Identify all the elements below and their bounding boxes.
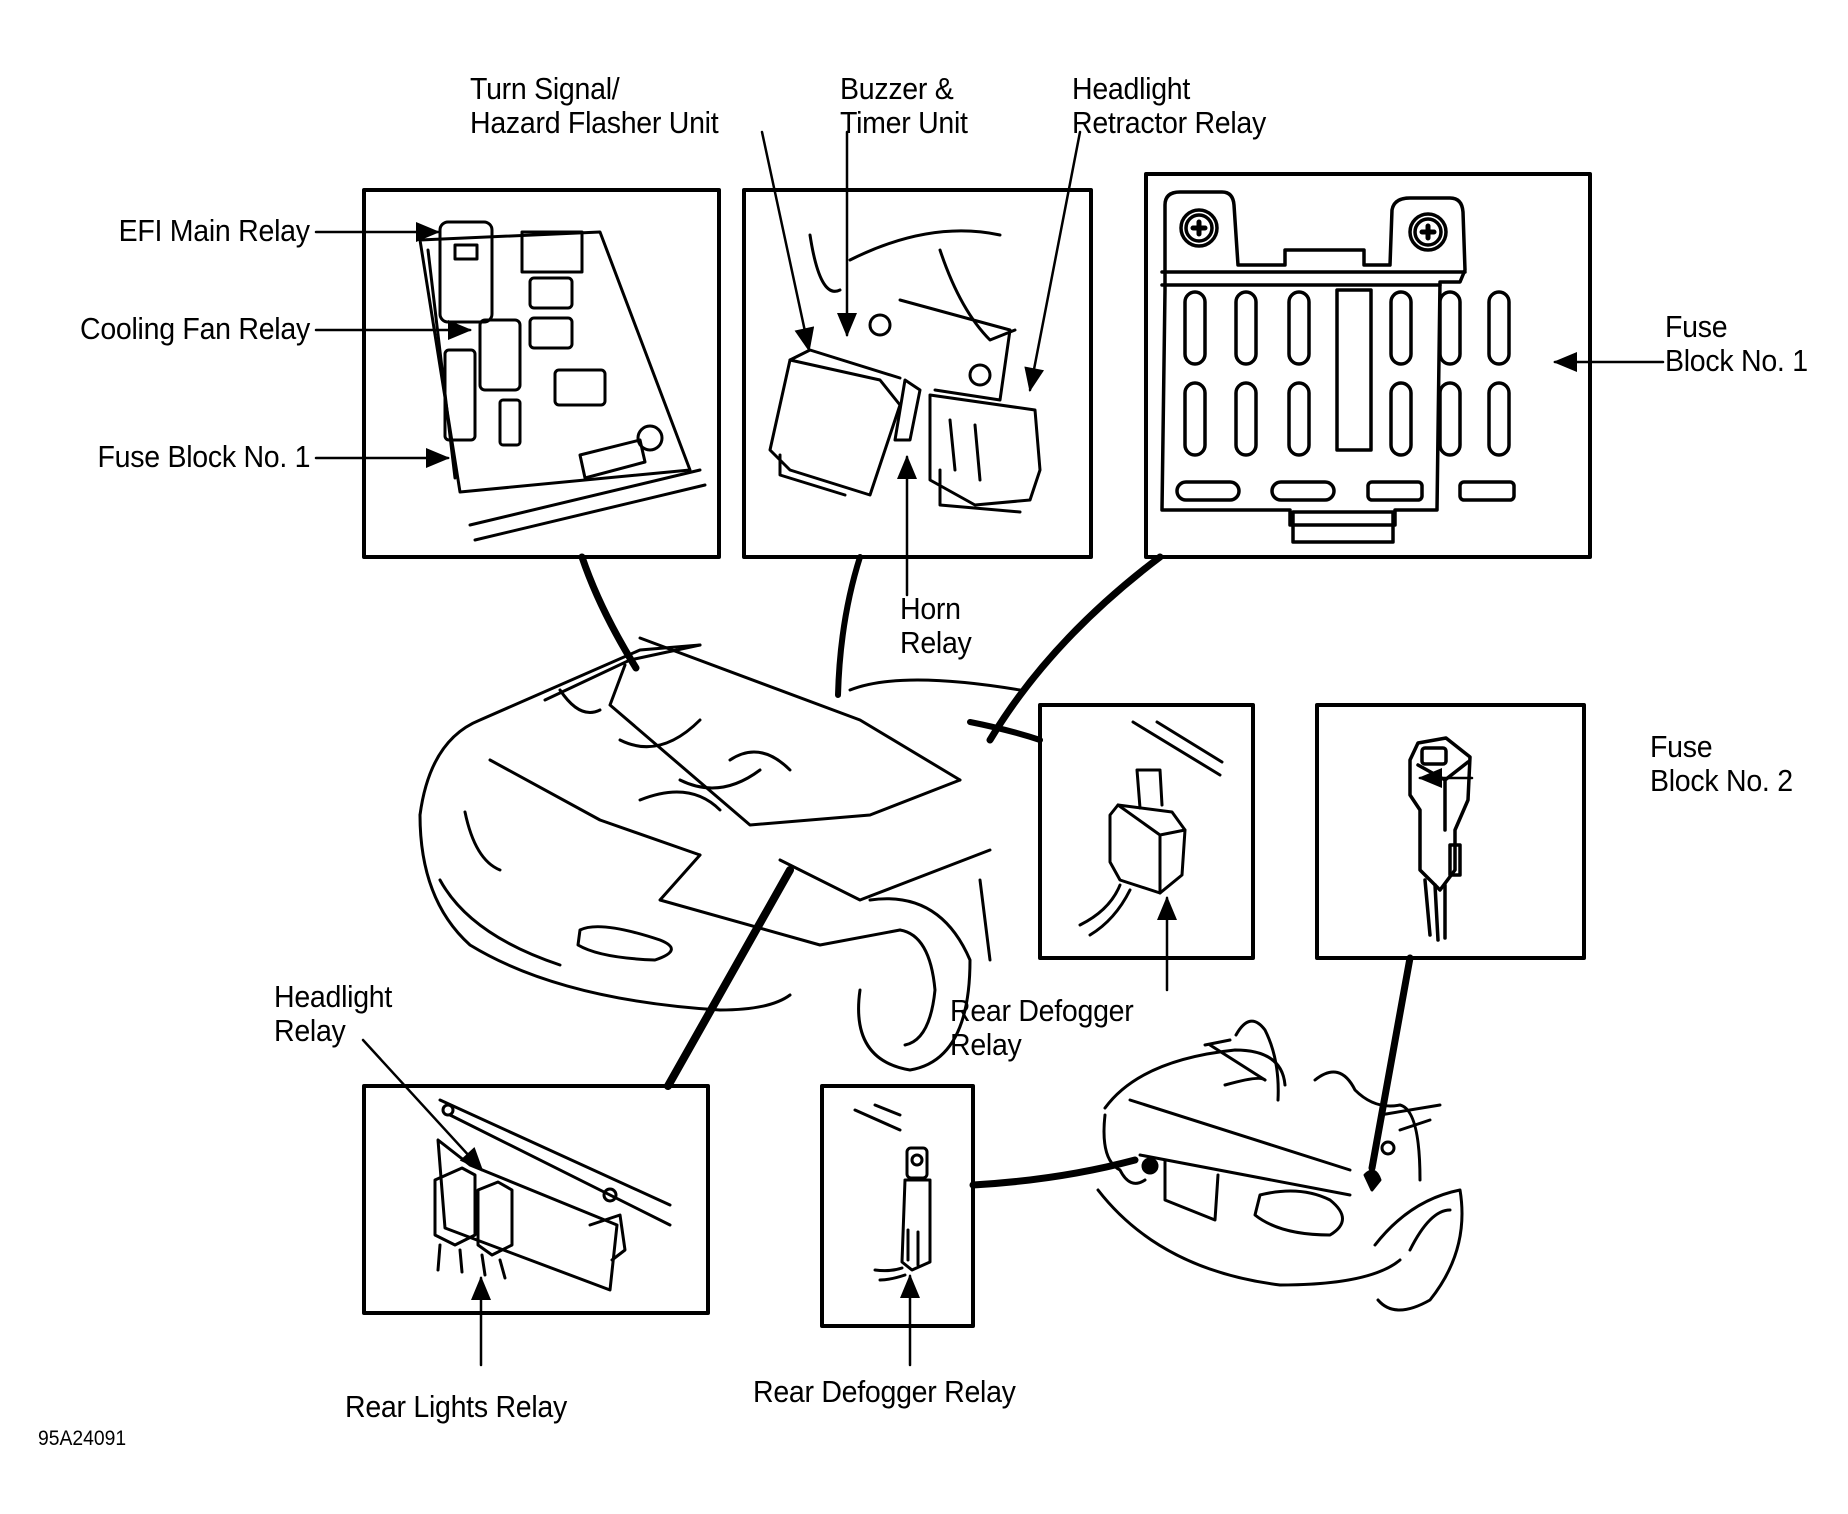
label-retractor-line2: Retractor Relay bbox=[1072, 105, 1266, 140]
label-fb1-line2: Block No. 1 bbox=[1665, 343, 1808, 378]
label-fuse-block-2: Fuse Block No. 2 bbox=[1650, 730, 1805, 798]
rear-defogger-lower-illustration bbox=[853, 1103, 932, 1282]
leader-headlight-relay bbox=[361, 1038, 484, 1172]
callout-leaders bbox=[314, 130, 1665, 1367]
screw-right-icon bbox=[1408, 212, 1448, 252]
label-turn-signal: Turn Signal/ Hazard Flasher Unit bbox=[470, 72, 740, 140]
label-horn-line1: Horn bbox=[900, 591, 961, 626]
screw-left-icon bbox=[1179, 208, 1219, 248]
tail-headlight-relays bbox=[664, 866, 794, 1090]
engine-fuse-block-illustration bbox=[418, 220, 707, 542]
tail-relay-cluster bbox=[835, 554, 863, 698]
label-hr-line1: Headlight bbox=[274, 979, 393, 1014]
inset-frame-relay-cluster bbox=[742, 188, 1093, 559]
label-rdu-line2: Relay bbox=[950, 1027, 1022, 1062]
tail-fuse-block-2 bbox=[1368, 954, 1414, 1172]
tail-rear-defogger-upper bbox=[967, 719, 1043, 743]
label-buzzer-line1: Buzzer & bbox=[840, 71, 954, 106]
figure-id: 95A24091 bbox=[38, 1427, 127, 1450]
label-headlight-relay: Headlight Relay bbox=[274, 980, 402, 1048]
fuse-slots-row-1 bbox=[1183, 288, 1511, 452]
inset-frame-headlight-relays bbox=[362, 1084, 710, 1315]
label-retractor-line1: Headlight bbox=[1072, 71, 1191, 106]
leader-turn-signal bbox=[760, 130, 815, 352]
label-horn-line2: Relay bbox=[900, 625, 972, 660]
inset-frame-fuse-block-1 bbox=[1144, 172, 1592, 559]
rear-defogger-upper-illustration bbox=[1078, 720, 1224, 937]
inset-frame-engine-fuse-block bbox=[362, 188, 721, 559]
inset-frame-rear-defogger-lower bbox=[820, 1084, 975, 1328]
inset-frame-fuse-block-2 bbox=[1315, 703, 1586, 960]
label-fuse-block-1-right: Fuse Block No. 1 bbox=[1665, 310, 1820, 378]
label-headlight-retractor: Headlight Retractor Relay bbox=[1072, 72, 1283, 140]
label-horn-relay: Horn Relay bbox=[900, 592, 978, 660]
label-fb2-line1: Fuse bbox=[1650, 729, 1713, 764]
fuse-slots-row-2 bbox=[1183, 381, 1511, 457]
label-fb2-line2: Block No. 2 bbox=[1650, 763, 1793, 798]
label-rdu-line1: Rear Defogger bbox=[950, 993, 1134, 1028]
label-cooling-fan-relay: Cooling Fan Relay bbox=[80, 311, 310, 346]
tail-fuse-block-1 bbox=[986, 553, 1164, 744]
label-buzzer-timer: Buzzer & Timer Unit bbox=[840, 72, 979, 140]
label-buzzer-line2: Timer Unit bbox=[840, 105, 968, 140]
fuse-block-1-illustration bbox=[1160, 190, 1516, 544]
rear-car-illustration bbox=[1096, 1019, 1464, 1312]
tail-engine-fuse-block bbox=[578, 553, 640, 672]
label-rear-defogger-lower: Rear Defogger Relay bbox=[753, 1374, 1016, 1409]
label-fb1-line1: Fuse bbox=[1665, 309, 1728, 344]
front-car-illustration bbox=[418, 636, 1022, 1072]
label-turn-signal-line1: Turn Signal/ bbox=[470, 71, 620, 106]
label-rear-lights-relay: Rear Lights Relay bbox=[345, 1389, 567, 1424]
label-hr-line2: Relay bbox=[274, 1013, 346, 1048]
leader-headlight-retractor bbox=[1024, 130, 1082, 392]
fuse-slots-row-3 bbox=[1175, 480, 1516, 502]
fuse-block-2-illustration bbox=[1408, 736, 1472, 942]
tail-rear-defogger-lower bbox=[969, 1156, 1139, 1189]
label-efi-main-relay: EFI Main Relay bbox=[118, 213, 310, 248]
label-rear-defogger-upper: Rear Defogger Relay bbox=[950, 994, 1149, 1062]
headlight-relays-illustration bbox=[433, 1098, 672, 1292]
inset-frame-rear-defogger-upper bbox=[1038, 703, 1255, 960]
label-fuse-block-1-left: Fuse Block No. 1 bbox=[97, 439, 310, 474]
label-turn-signal-line2: Hazard Flasher Unit bbox=[470, 105, 719, 140]
relay-cluster-illustration bbox=[768, 229, 1042, 514]
